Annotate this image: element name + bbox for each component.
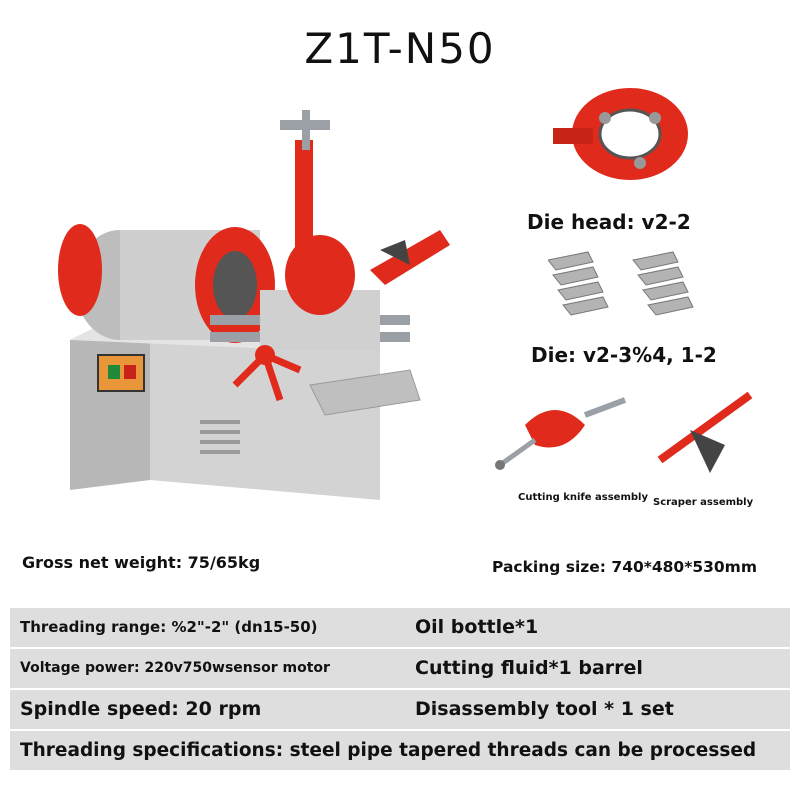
die-label: Die: v2-3%4, 1-2 [531,343,717,367]
packing-spec: Packing size: 740*480*530mm [492,558,757,576]
table-row: Threading specifications: steel pipe tap… [10,731,790,772]
dies-image [548,251,694,316]
spec-table: Threading range: %2"-2" (dn15-50) Oil bo… [10,608,790,772]
cutting-knife-image [495,397,627,470]
cutting-fluid: Cutting fluid*1 barrel [415,657,643,679]
threading-specifications: Threading specifications: steel pipe tap… [20,740,757,761]
spindle-speed: Spindle speed: 20 rpm [20,698,262,720]
page-title: Z1T-N50 [304,24,496,73]
weight-spec: Gross net weight: 75/65kg [22,553,261,572]
scraper-label: Scraper assembly [653,497,754,508]
die-head-image [553,88,688,180]
table-row: Spindle speed: 20 rpm Disassembly tool *… [10,690,790,731]
die-head-label: Die head: v2-2 [527,210,691,234]
threading-range: Threading range: %2"-2" (dn15-50) [20,618,318,636]
oil-bottle: Oil bottle*1 [415,616,539,638]
cutting-knife-label: Cutting knife assembly [518,492,648,503]
table-row: Voltage power: 220v750wsensor motor Cutt… [10,649,790,690]
table-row: Threading range: %2"-2" (dn15-50) Oil bo… [10,608,790,649]
voltage-power: Voltage power: 220v750wsensor motor [20,660,330,676]
scraper-image [657,391,753,473]
disassembly-tool: Disassembly tool * 1 set [415,698,674,720]
pipe-threading-machine-image [58,110,450,500]
